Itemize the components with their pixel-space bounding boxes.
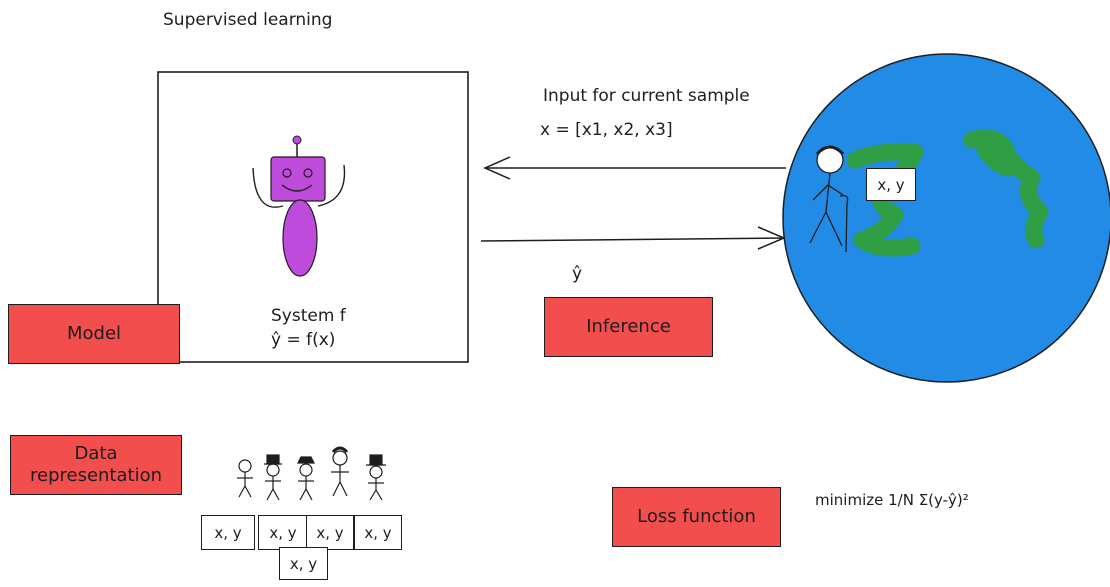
sample-card-1: x, y (201, 515, 255, 550)
sample-card-globe: x, y (866, 168, 916, 201)
input-heading: Input for current sample (543, 86, 750, 106)
people-crowd-icon (237, 446, 386, 501)
sample-card-2: x, y (258, 515, 308, 550)
input-vector: x = [x1, x2, x3] (540, 120, 673, 140)
robot-icon (252, 135, 346, 277)
sample-card-text: x, y (289, 554, 318, 573)
inference-label: Inference (544, 297, 713, 357)
model-label-text: Model (66, 323, 122, 344)
model-label: Model (8, 304, 180, 364)
data-representation-line2: representation (29, 465, 162, 486)
system-formula: ŷ = f(x) (271, 330, 336, 350)
data-representation-line1: Data (74, 443, 118, 464)
inference-label-text: Inference (586, 316, 671, 337)
sample-card-5: x, y (279, 547, 328, 580)
sample-card-3: x, y (306, 515, 354, 550)
prediction-label: ŷ (572, 264, 583, 284)
sample-card-text: x, y (877, 175, 905, 194)
globe (782, 53, 1110, 383)
model-frame (157, 71, 469, 363)
sample-card-text: x, y (364, 523, 392, 542)
input-arrow (483, 156, 786, 180)
loss-function-label-text: Loss function (637, 506, 756, 527)
land-masses (846, 129, 1049, 257)
output-arrow (480, 226, 786, 250)
sample-card-text: x, y (316, 523, 344, 542)
person-with-cane-icon (809, 145, 849, 253)
data-representation-label: Data representation (10, 435, 182, 495)
sample-card-text: x, y (269, 523, 297, 542)
diagram-title: Supervised learning (163, 10, 333, 30)
loss-formula: minimize 1/N Σ(y-ŷ)² (815, 491, 969, 509)
system-label: System f (271, 306, 346, 326)
sample-card-4: x, y (354, 515, 402, 550)
sample-card-text: x, y (214, 523, 242, 542)
loss-function-label: Loss function (612, 487, 781, 547)
